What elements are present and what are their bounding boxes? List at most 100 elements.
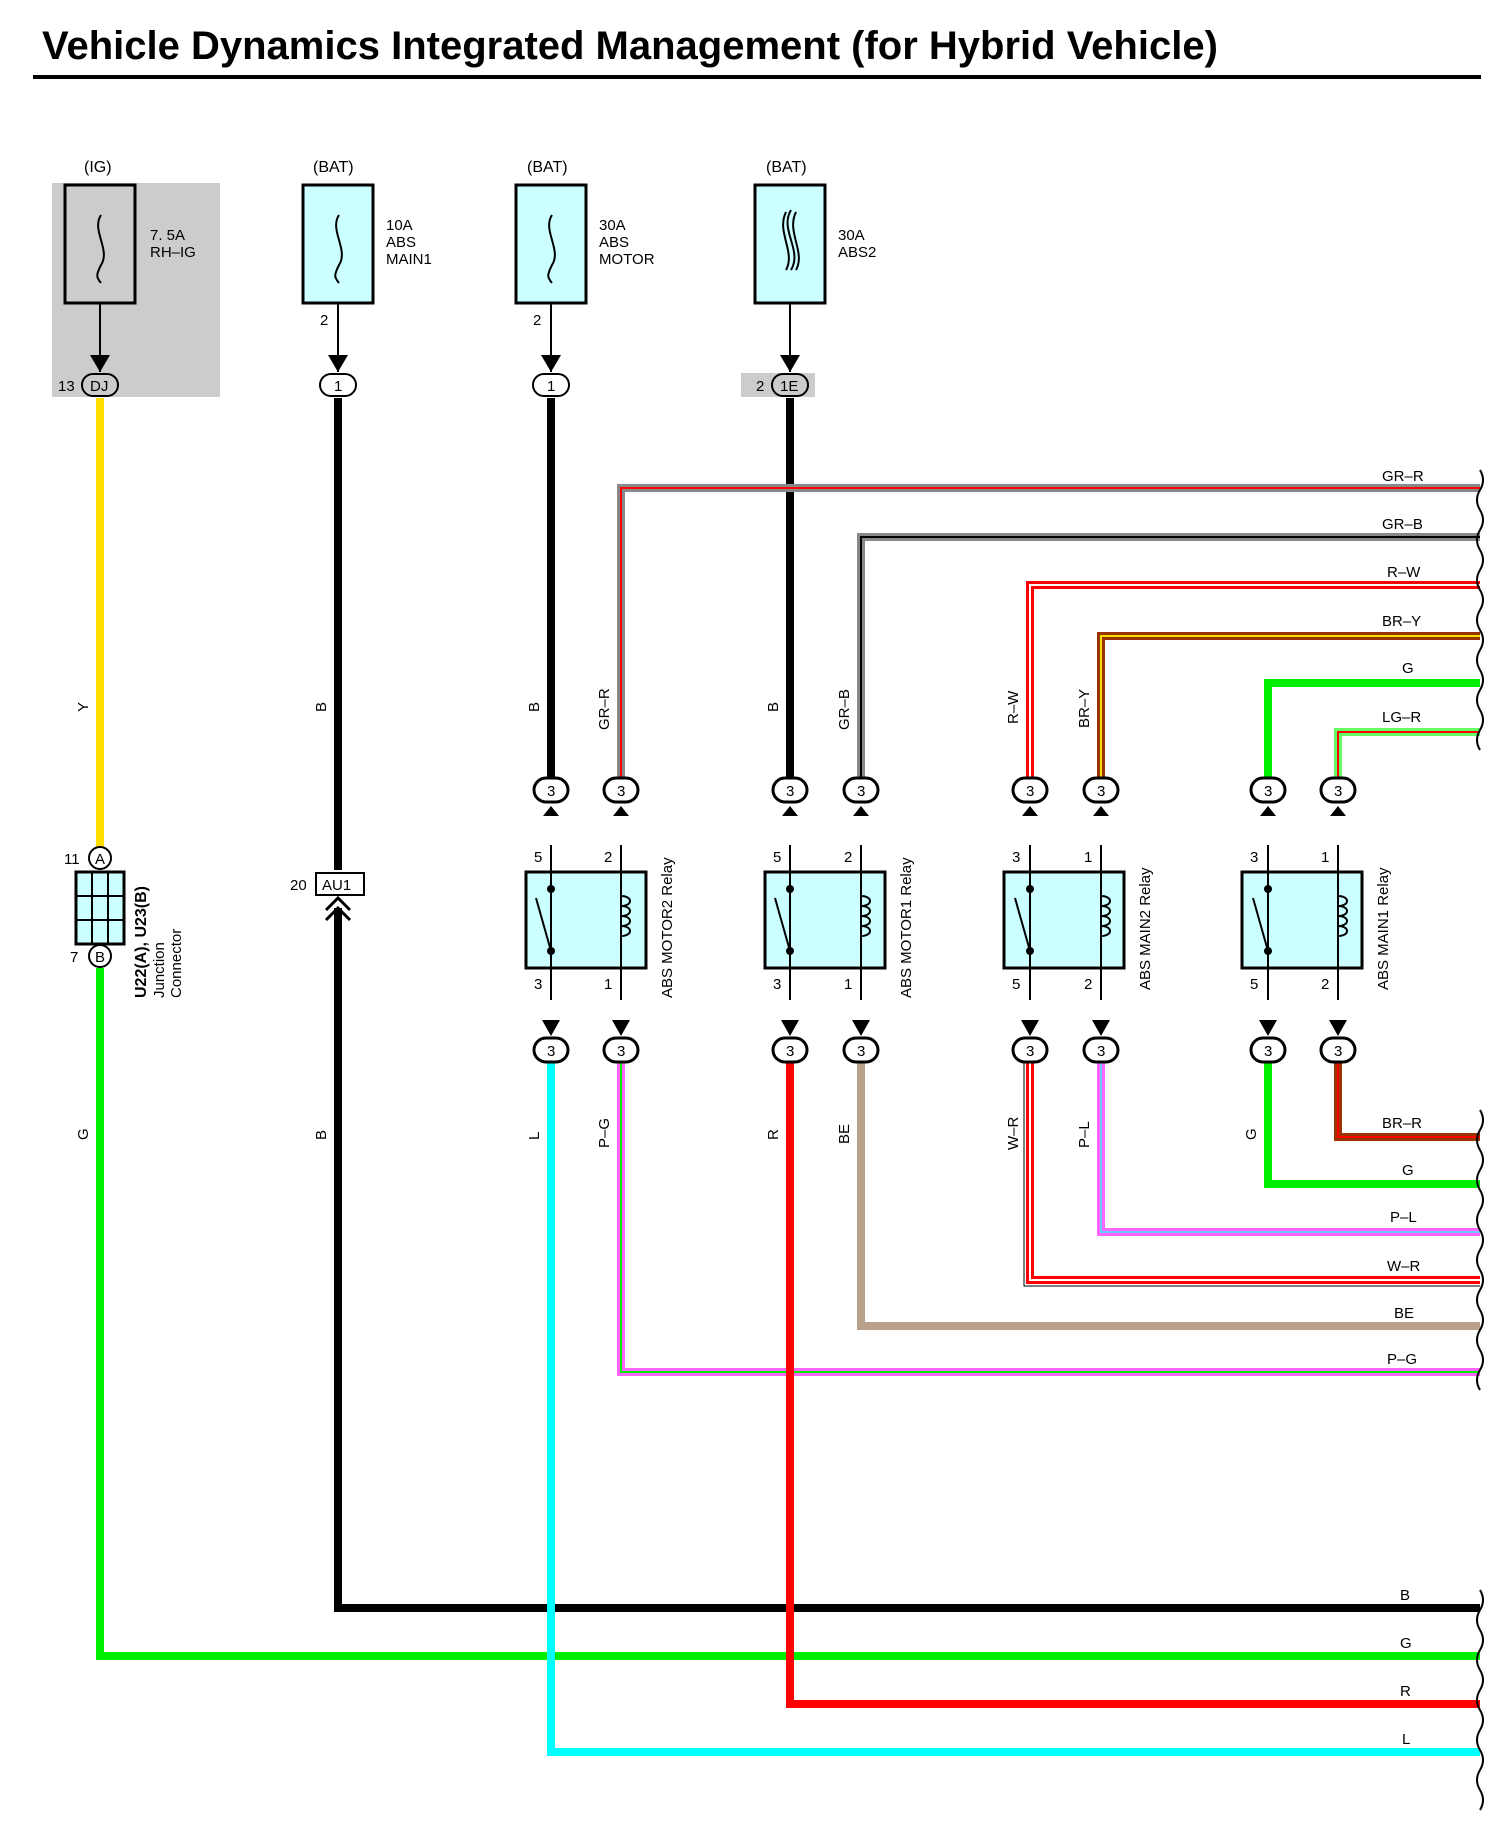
relay-connector-code: 3 xyxy=(1334,1043,1342,1060)
relay-name: ABS MOTOR1 Relay xyxy=(898,857,915,998)
relay-pin: 5 xyxy=(1250,976,1258,993)
fuse-source: (BAT) xyxy=(766,159,807,176)
wire-label: L xyxy=(1402,1731,1410,1748)
relay-connector-code: 3 xyxy=(547,1043,555,1060)
wire-p-l-stripe xyxy=(1100,1060,1480,1233)
wire-r-w-stripe xyxy=(1029,584,1480,780)
relay-pin: 3 xyxy=(1012,849,1020,866)
wires xyxy=(96,398,1480,1756)
relay-abs-main1: 3 1 5 2 ABS MAIN1 Relay xyxy=(1240,845,1392,1000)
wire-l xyxy=(547,1060,1480,1756)
wire-w-r-outline xyxy=(1023,1060,1480,1287)
relay-pin: 3 xyxy=(773,976,781,993)
wire-label: G xyxy=(75,1128,92,1140)
connector-pin: 2 xyxy=(756,378,764,395)
wire-label: BE xyxy=(1394,1305,1414,1322)
fuse-name2: MOTOR xyxy=(599,251,655,268)
fuse-abs-motor: (BAT) 30A ABS MOTOR 2 xyxy=(514,159,655,329)
relay-pin: 5 xyxy=(534,849,542,866)
top-connectors: 13 DJ 1 1 2 1E xyxy=(58,373,809,397)
wire-label: R xyxy=(1400,1683,1411,1700)
relay-pin: 3 xyxy=(534,976,542,993)
relay-connector-code: 3 xyxy=(1026,783,1034,800)
relay-abs-main2: 3 1 5 2 ABS MAIN2 Relay xyxy=(1002,845,1154,1000)
relay-connector-code: 3 xyxy=(1334,783,1342,800)
fuse-leads xyxy=(90,303,800,372)
relay-pin: 2 xyxy=(844,849,852,866)
junction-code-bottom: B xyxy=(95,949,105,966)
relay-connector-code: 3 xyxy=(547,783,555,800)
fuse-rh-ig: (IG) 7. 5A RH–IG xyxy=(63,159,196,305)
wire-label: R–W xyxy=(1005,690,1022,724)
fuse-name: ABS xyxy=(599,234,629,251)
wire-w-r-stripe xyxy=(1029,1060,1480,1281)
wire-label: G xyxy=(1243,1128,1260,1140)
wire-label: W–R xyxy=(1005,1117,1022,1151)
relay-abs-motor2: 5 2 3 1 ABS MOTOR2 Relay xyxy=(524,845,676,1000)
connector-code: DJ xyxy=(90,378,108,395)
wire-label: R xyxy=(765,1129,782,1140)
wire-label: GR–R xyxy=(1382,468,1424,485)
wire-label: P–L xyxy=(1076,1121,1093,1148)
wire-label: GR–B xyxy=(836,689,853,730)
wire-label: G xyxy=(1400,1635,1412,1652)
wire-label: P–L xyxy=(1390,1209,1417,1226)
fuse-name: ABS2 xyxy=(838,244,876,261)
wire-label: BR–Y xyxy=(1382,613,1421,630)
wire-r xyxy=(786,1060,1480,1708)
junction-label3: Connector xyxy=(168,929,185,998)
connector-code: 1 xyxy=(547,378,555,395)
fuse-source: (BAT) xyxy=(313,159,354,176)
connector-code: 1E xyxy=(780,378,798,395)
connector-pin: 13 xyxy=(58,378,75,395)
break-line-bottom xyxy=(1476,1589,1484,1811)
fuse-rating: 7. 5A xyxy=(150,227,185,244)
right-wire-labels: GR–R GR–B R–W BR–Y G LG–R BR–R G P–L W–R… xyxy=(1382,468,1424,1748)
wire-label: P–G xyxy=(1387,1351,1417,1368)
junction-label2: Junction xyxy=(151,942,168,998)
fuse-rating: 30A xyxy=(599,217,626,234)
relay-connectors-upper: 3 3 3 3 3 3 3 3 xyxy=(532,776,1357,816)
fuse-source: (IG) xyxy=(84,159,112,176)
wire-p-l xyxy=(1097,1060,1480,1236)
wire-label: L xyxy=(526,1132,543,1140)
relay-connector-code: 3 xyxy=(857,1043,865,1060)
connector-code: 1 xyxy=(334,378,342,395)
wire-label: Y xyxy=(75,702,92,712)
relay-connector-code: 3 xyxy=(1026,1043,1034,1060)
wire-label: BE xyxy=(836,1124,853,1144)
relay-connector-code: 3 xyxy=(1264,1043,1272,1060)
wire-gr-b-stripe xyxy=(860,536,1480,780)
fuse-pin: 2 xyxy=(320,312,328,329)
relay-connector-code: 3 xyxy=(1097,783,1105,800)
break-line-lower xyxy=(1476,1109,1484,1391)
fuse-abs-main1: (BAT) 10A ABS MAIN1 2 xyxy=(301,159,432,329)
wire-label: B xyxy=(313,1130,330,1140)
fuse-rating: 10A xyxy=(386,217,413,234)
junction-pin-top: 11 xyxy=(64,851,80,868)
relay-name: ABS MAIN1 Relay xyxy=(1375,867,1392,990)
wire-g-main1 xyxy=(1264,679,1480,780)
page-title: Vehicle Dynamics Integrated Management (… xyxy=(42,24,1218,68)
fuse-name: ABS xyxy=(386,234,416,251)
relay-connector-code: 3 xyxy=(617,1043,625,1060)
wire-lg-r-stripe xyxy=(1337,731,1480,780)
relay-pin: 1 xyxy=(844,976,852,993)
relay-connector-code: 3 xyxy=(1097,1043,1105,1060)
relay-connector-code: 3 xyxy=(786,1043,794,1060)
au1-code: AU1 xyxy=(322,877,351,894)
wire-label: R–W xyxy=(1387,564,1421,581)
relay-pin: 3 xyxy=(1250,849,1258,866)
fuse-source: (BAT) xyxy=(527,159,568,176)
wire-label: G xyxy=(1402,660,1414,677)
relay-connector-code: 3 xyxy=(1264,783,1272,800)
wire-lg-r xyxy=(1334,728,1480,780)
fuse-name: RH–IG xyxy=(150,244,196,261)
wire-p-g-stripe xyxy=(620,1060,1480,1373)
relay-name: ABS MOTOR2 Relay xyxy=(659,857,676,998)
relay-pin: 2 xyxy=(604,849,612,866)
wire-br-r-stripe xyxy=(1337,1060,1480,1138)
wire-be xyxy=(857,1060,1480,1330)
fuse-name2: MAIN1 xyxy=(386,251,432,268)
